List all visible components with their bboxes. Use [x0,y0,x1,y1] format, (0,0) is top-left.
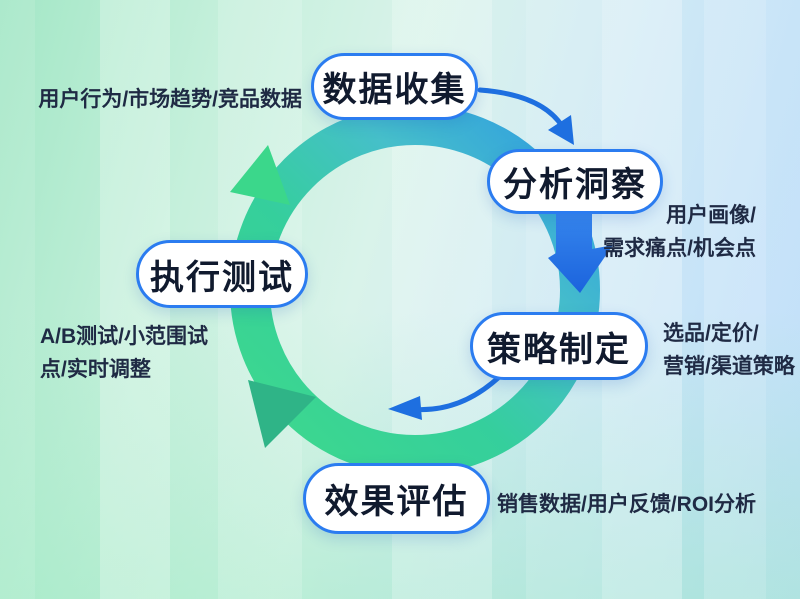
node-label: 数据收集 [322,71,467,109]
annotation-line: 用户行为/市场趋势/竞品数据 [38,88,302,111]
connector-arrowhead-analysis-icon [548,115,574,145]
annotation-line: 需求痛点/机会点 [603,237,756,260]
annotation-line: 选品/定价/ [663,322,759,345]
node-label: 策略制定 [487,330,631,369]
ring-arrow-down-icon [548,198,613,293]
annotation-analysis-insight: 用户画像/ 需求痛点/机会点 [603,199,756,265]
ring-arrowhead-top-left-icon [230,145,290,205]
annotation-strategy-formulation: 选品/定价/ 营销/渠道策略 [663,317,795,383]
node-label: 执行测试 [150,258,294,297]
node-effect-evaluation: 效果评估 [303,463,490,534]
node-execution-testing: 执行测试 [136,240,308,308]
node-data-collection: 数据收集 [311,53,478,120]
annotation-execution-testing: A/B测试/小范围试 点/实时调整 [40,320,208,386]
annotation-line: 营销/渠道策略 [663,355,795,378]
annotation-line: 销售数据/用户反馈/ROI分析 [497,493,757,516]
annotation-line: 点/实时调整 [40,358,151,381]
node-label: 效果评估 [324,483,469,521]
annotation-effect-evaluation: 销售数据/用户反馈/ROI分析 [497,488,756,521]
node-label: 分析洞察 [503,166,647,204]
ring-arrowhead-bottom-left-icon [248,380,316,448]
annotation-data-collection: 用户行为/市场趋势/竞品数据 [38,83,302,116]
node-analysis-insight: 分析洞察 [487,149,663,214]
connector-strategy-to-evaluation [407,375,501,413]
node-strategy-formulation: 策略制定 [470,312,648,380]
annotation-line: 用户画像/ [666,204,756,227]
connector-arrowhead-evaluation-icon [388,396,422,420]
annotation-line: A/B测试/小范围试 [40,325,208,348]
